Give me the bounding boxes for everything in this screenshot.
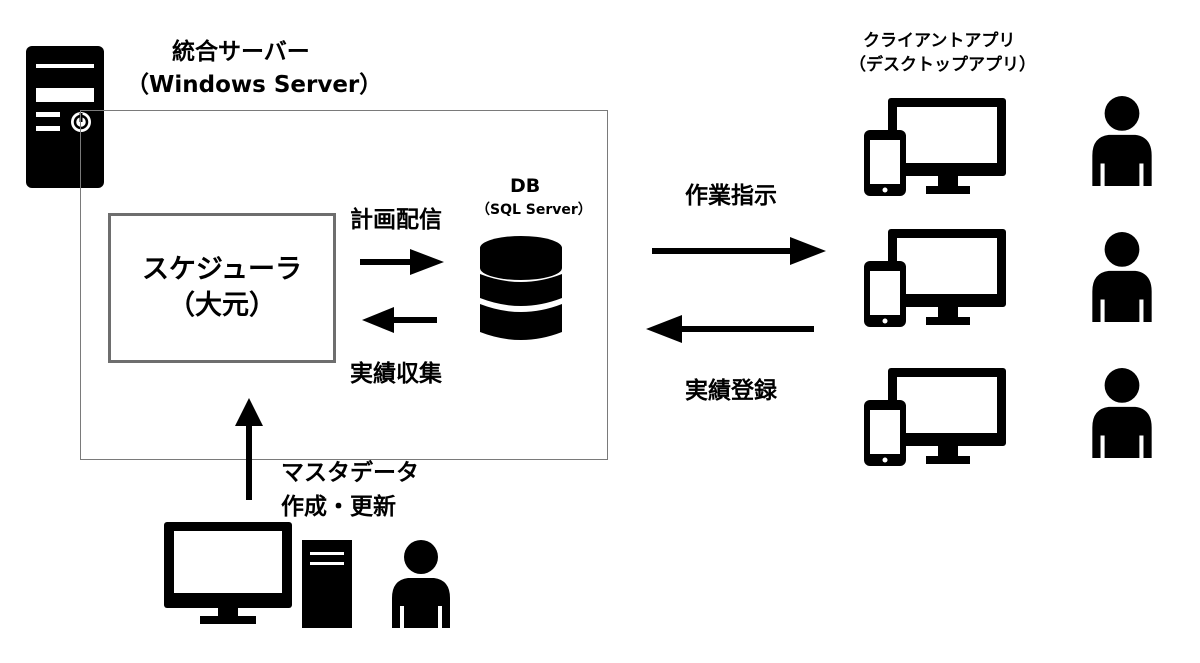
person-icon (1092, 232, 1152, 322)
scheduler-label: スケジューラ (141, 253, 303, 285)
plan-delivery-label: 計画配信 (350, 207, 442, 233)
server-tower-icon (26, 46, 104, 188)
server-subtitle: （Windows Server） (126, 72, 383, 98)
result-collection-label: 実績収集 (350, 361, 442, 387)
person-icon (392, 540, 450, 628)
db-title: DB (510, 175, 541, 197)
monitor-phone-icon (864, 368, 1006, 466)
master-data-sublabel: 作成・更新 (281, 494, 396, 520)
db-subtitle: （SQL Server） (476, 202, 592, 218)
server-title: 統合サーバー (172, 39, 310, 65)
client-title: クライアントアプリ (863, 31, 1016, 51)
monitor-phone-icon (864, 98, 1006, 196)
client-subtitle: （デスクトップアプリ） (849, 55, 1036, 75)
result-collection-arrow (362, 307, 437, 333)
person-icon (1092, 96, 1152, 186)
monitor-phone-icon (864, 229, 1006, 327)
master-data-arrow (235, 398, 263, 500)
server-boundary (80, 110, 608, 460)
result-registration-label: 実績登録 (685, 378, 777, 404)
desktop-pc-icon (164, 522, 352, 628)
scheduler-box: スケジューラ （大元） (108, 213, 336, 363)
work-instruction-arrow (652, 237, 826, 265)
person-icon (1092, 368, 1152, 458)
result-registration-arrow (646, 315, 814, 343)
work-instruction-label: 作業指示 (685, 183, 777, 209)
scheduler-sublabel: （大元） (168, 290, 276, 321)
master-data-label: マスタデータ (281, 460, 419, 486)
plan-delivery-arrow (360, 249, 444, 275)
database-icon (480, 236, 562, 340)
